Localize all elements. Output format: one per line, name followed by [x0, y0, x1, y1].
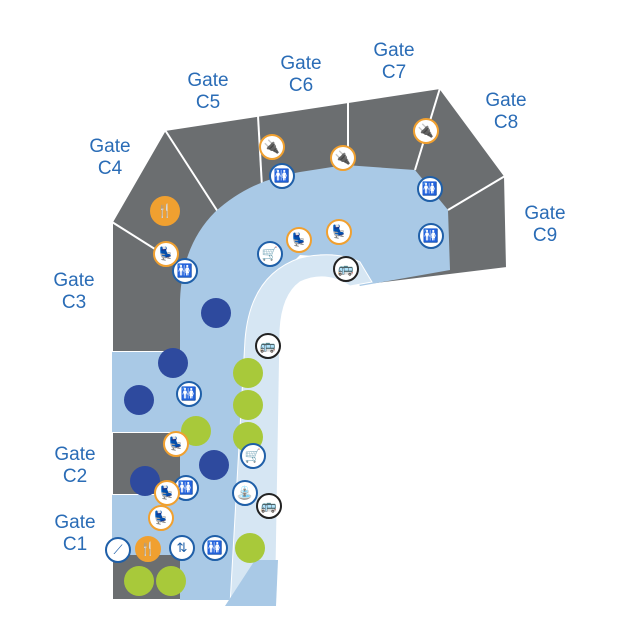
lounge-seat-icon[interactable]: 💺	[154, 480, 180, 506]
lounge-seat-icon[interactable]: 💺	[148, 505, 174, 531]
food-marker[interactable]	[233, 390, 263, 420]
baggage-cart-icon[interactable]: 🛒	[240, 443, 266, 469]
gate-label-c5[interactable]: Gate C5	[178, 70, 238, 114]
gate-label-c9[interactable]: Gate C9	[515, 203, 575, 247]
restroom-icon[interactable]: 🚻	[269, 163, 295, 189]
elevator-icon[interactable]: ⇅	[169, 535, 195, 561]
restroom-icon[interactable]: 🚻	[418, 223, 444, 249]
gate-word: Gate	[280, 53, 322, 74]
shop-marker[interactable]	[201, 298, 231, 328]
gate-word: Gate	[373, 40, 415, 61]
gate-code: C3	[61, 292, 87, 313]
shop-marker[interactable]	[158, 348, 188, 378]
lounge-seat-icon[interactable]: 💺	[326, 219, 352, 245]
gate-label-c8[interactable]: Gate C8	[476, 90, 536, 134]
concourse-floor	[180, 165, 450, 600]
shuttle-bus-icon[interactable]: 🚌	[255, 333, 281, 359]
gate-code: C8	[493, 112, 519, 133]
restroom-icon[interactable]: 🚻	[202, 535, 228, 561]
lounge-seat-icon[interactable]: 💺	[286, 227, 312, 253]
baggage-cart-icon[interactable]: 🛒	[257, 241, 283, 267]
gate-label-c6[interactable]: Gate C6	[271, 53, 331, 97]
gate-code: C2	[62, 466, 88, 487]
gate-word: Gate	[485, 90, 527, 111]
restroom-icon[interactable]: 🚻	[176, 381, 202, 407]
gate-label-c1[interactable]: Gate C1	[45, 512, 105, 556]
food-marker[interactable]	[124, 566, 154, 596]
gate-code: C6	[288, 75, 314, 96]
shop-marker[interactable]	[199, 450, 229, 480]
gate-word: Gate	[89, 136, 131, 157]
gate-word: Gate	[54, 444, 96, 465]
dining-icon[interactable]: 🍴	[150, 196, 180, 226]
lounge-seat-icon[interactable]: 💺	[153, 241, 179, 267]
charging-station-icon[interactable]: 🔌	[259, 134, 285, 160]
gate-word: Gate	[524, 203, 566, 224]
charging-station-icon[interactable]: 🔌	[413, 118, 439, 144]
gate-label-c7[interactable]: Gate C7	[364, 40, 424, 84]
gate-code: C1	[62, 534, 88, 555]
restroom-icon[interactable]: 🚻	[172, 258, 198, 284]
restroom-icon[interactable]: 🚻	[417, 176, 443, 202]
dining-icon[interactable]: 🍴	[135, 536, 161, 562]
gate-label-c4[interactable]: Gate C4	[80, 136, 140, 180]
food-marker[interactable]	[233, 358, 263, 388]
gate-code: C4	[97, 158, 123, 179]
gate-word: Gate	[187, 70, 229, 91]
water-fountain-icon[interactable]: ⛲	[232, 480, 258, 506]
food-marker[interactable]	[156, 566, 186, 596]
walkway-extension	[225, 560, 278, 606]
gate-code: C7	[381, 62, 407, 83]
gate-code: C5	[195, 92, 221, 113]
gate-word: Gate	[53, 270, 95, 291]
gate-word: Gate	[54, 512, 96, 533]
gate-label-c2[interactable]: Gate C2	[45, 444, 105, 488]
lounge-seat-icon[interactable]: 💺	[163, 431, 189, 457]
shop-marker[interactable]	[124, 385, 154, 415]
shuttle-bus-icon[interactable]: 🚌	[333, 256, 359, 282]
food-marker[interactable]	[235, 533, 265, 563]
escalator-icon[interactable]: ⟋	[105, 537, 131, 563]
shuttle-bus-icon[interactable]: 🚌	[256, 493, 282, 519]
gate-label-c3[interactable]: Gate C3	[44, 270, 104, 314]
gate-code: C9	[532, 225, 558, 246]
charging-station-icon[interactable]: 🔌	[330, 145, 356, 171]
